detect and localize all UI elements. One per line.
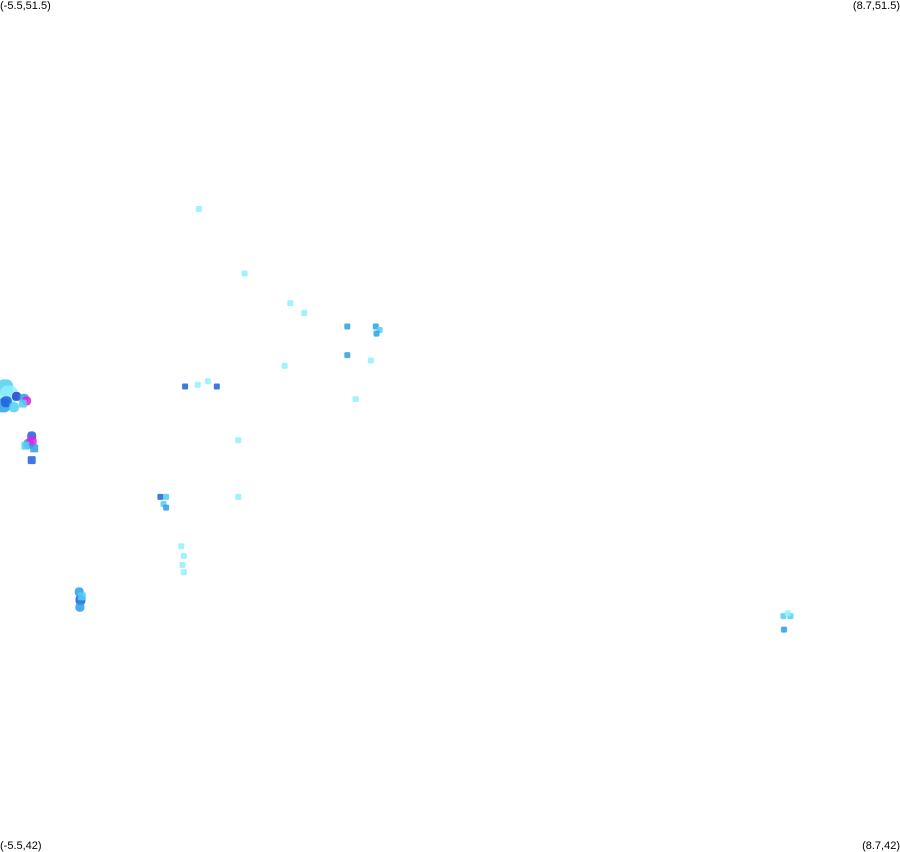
- map-point[interactable]: [235, 437, 242, 444]
- map-point[interactable]: [77, 592, 86, 601]
- map-point[interactable]: [287, 300, 294, 307]
- map-point[interactable]: [784, 610, 791, 617]
- map-point[interactable]: [241, 270, 248, 277]
- map-point[interactable]: [213, 383, 220, 390]
- map-point[interactable]: [75, 602, 85, 612]
- map-point[interactable]: [163, 504, 170, 511]
- map-point[interactable]: [27, 456, 36, 465]
- map-point[interactable]: [367, 357, 374, 364]
- corner-label-bottom-left: (-5.5,42): [0, 840, 42, 852]
- map-point[interactable]: [196, 206, 202, 212]
- map-point[interactable]: [180, 553, 187, 559]
- map-point[interactable]: [344, 352, 351, 359]
- map-point[interactable]: [301, 310, 308, 316]
- map-point[interactable]: [30, 444, 39, 453]
- corner-label-top-right: (8.7,51.5): [852, 0, 900, 12]
- map-point[interactable]: [180, 569, 187, 576]
- map-point[interactable]: [18, 399, 27, 408]
- map-point[interactable]: [194, 381, 201, 388]
- map-point[interactable]: [0, 396, 12, 408]
- map-point[interactable]: [781, 626, 787, 633]
- map-point[interactable]: [8, 402, 19, 413]
- map-point[interactable]: [373, 330, 380, 337]
- map-point[interactable]: [204, 378, 211, 385]
- map-point[interactable]: [163, 493, 170, 500]
- map-point[interactable]: [178, 543, 185, 550]
- map-point[interactable]: [12, 391, 21, 401]
- map-point[interactable]: [352, 396, 359, 403]
- map-point[interactable]: [157, 493, 164, 500]
- map-point[interactable]: [235, 493, 242, 500]
- map-point[interactable]: [21, 441, 30, 450]
- map-point[interactable]: [281, 362, 288, 369]
- corner-label-bottom-right: (8.7,42): [862, 840, 900, 852]
- map-point[interactable]: [182, 383, 189, 390]
- map-point[interactable]: [344, 323, 351, 330]
- corner-label-top-left: (-5.5,51.5): [0, 0, 51, 12]
- map-point[interactable]: [179, 562, 186, 568]
